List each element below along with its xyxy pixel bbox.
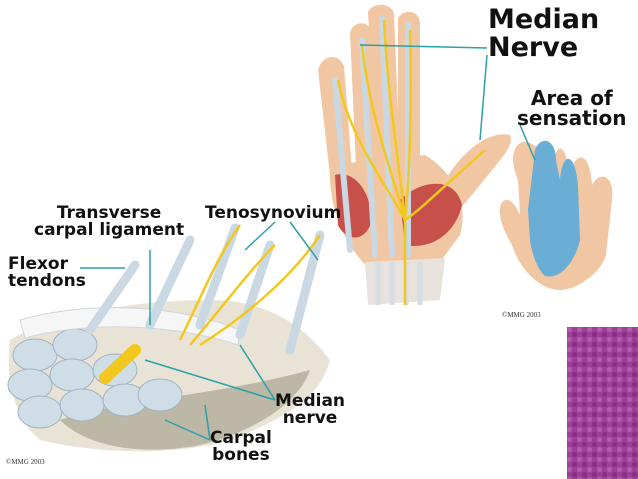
- wrist-finger-tendon-4: [235, 240, 275, 340]
- wrist-bone-base-shadow: [60, 370, 310, 450]
- palm-muscle-thenar: [400, 183, 462, 246]
- copyright-top-right: ©MMG 2003: [502, 311, 541, 319]
- wrist-finger-tendon-5: [285, 230, 325, 355]
- wrist-tendon-oval-3: [17, 395, 63, 429]
- palm-nerve-branch-3: [336, 79, 407, 221]
- transverse-carpal-ligament-label: Transverse carpal ligament: [34, 203, 185, 241]
- palm-tendon-3: [379, 15, 395, 258]
- leader-median-nerve-lower: [144, 359, 276, 401]
- wrist-nerve-branch-3: [199, 234, 322, 347]
- palm-tendon-1: [332, 77, 353, 253]
- median-nerve-title-label: Median Nerve: [488, 4, 600, 63]
- wrist-tendon-oval-6: [59, 388, 105, 422]
- wrist-nerve-branches: [178, 224, 322, 347]
- area-of-sensation-label: Area of sensation: [517, 86, 627, 131]
- leader-area-of-sensation: [519, 124, 536, 161]
- sensation-hand-illustration: [499, 140, 613, 290]
- leader-median-nerve-title-2: [479, 54, 488, 141]
- wrist-tendon-cluster: [7, 328, 183, 429]
- decorative-pattern-panel: [567, 327, 638, 479]
- palm-nerve-branch-2: [382, 19, 407, 221]
- leader-tenosynovium-2: [289, 221, 319, 261]
- wrist-tendon-oval-9: [137, 378, 183, 412]
- carpal-bones-label: Carpal bones: [210, 428, 272, 466]
- leader-tenosynovium: [244, 221, 276, 251]
- palm-finger-index: [318, 56, 352, 175]
- leader-median-nerve-title: [359, 44, 488, 49]
- palm-nerve-branch-1: [360, 44, 407, 221]
- wrist-finger-tendon-1: [85, 260, 140, 335]
- leader-lines: [80, 44, 536, 441]
- wrist-finger-tendon-3: [195, 223, 240, 330]
- wrist-finger-tendons: [85, 223, 325, 355]
- wrist-cross-section-illustration: [7, 223, 330, 452]
- median-nerve-lower-label: Median nerve: [275, 391, 346, 429]
- palm-tendon-2: [359, 37, 378, 258]
- wrist-finger-tendon-2: [145, 235, 195, 330]
- wrist-nerve-branch-2: [189, 244, 276, 346]
- wrist-tendon-oval-1: [12, 338, 58, 372]
- palm-median-nerve: [336, 19, 486, 305]
- wrist-nerve-branch-1: [178, 224, 242, 341]
- wrist-tendon-oval-5: [49, 358, 95, 392]
- sensation-area: [528, 140, 580, 277]
- median-nerve-stub: [99, 344, 141, 384]
- flexor-tendons-label: Flexor tendons: [8, 254, 86, 292]
- leader-carpal-bones-2: [204, 404, 211, 441]
- leader-carpal-bones: [164, 419, 211, 441]
- tenosynovium-label: Tenosynovium: [205, 203, 342, 223]
- copyright-bottom-left: ©MMG 2003: [6, 458, 45, 466]
- palm-nerve-branch-4: [404, 149, 486, 222]
- palm-nerve-branch-5: [403, 29, 413, 221]
- palm-illustration: [318, 4, 511, 305]
- leader-median-nerve-lower-2: [239, 344, 276, 401]
